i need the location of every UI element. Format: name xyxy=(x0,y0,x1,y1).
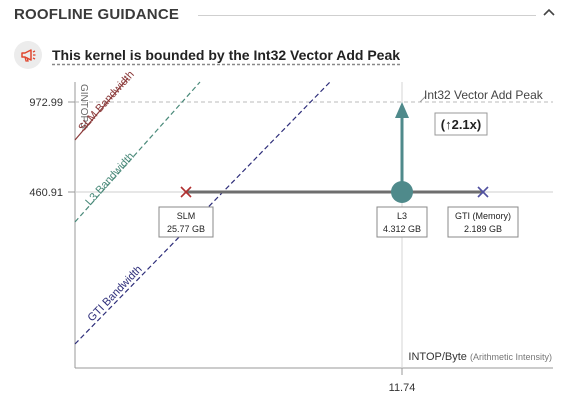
gti-point-marker[interactable] xyxy=(477,186,489,198)
slm-bandwidth-roof xyxy=(74,77,129,141)
point-name: SLM xyxy=(177,211,196,221)
megaphone-icon xyxy=(14,41,42,69)
y-tick-label: 460.91 xyxy=(29,187,63,199)
l3-point-label: L3 4.312 GB xyxy=(376,206,428,238)
point-bandwidth: 2.189 GB xyxy=(464,224,502,234)
x-axis-label: INTOP/Byte (Arithmetic Intensity) xyxy=(408,351,552,363)
header-divider xyxy=(198,15,536,16)
roofline-chart: 972.99 460.91 11.74 GINTOPS INTOP/Byte (… xyxy=(29,69,553,394)
l3-bandwidth-roof xyxy=(74,81,201,223)
point-name: GTI (Memory) xyxy=(455,211,511,221)
chevron-up-icon[interactable] xyxy=(540,4,558,22)
speedup-arrow-head xyxy=(395,102,409,118)
point-name: L3 xyxy=(397,211,407,221)
guidance-message: This kernel is bounded by the Int32 Vect… xyxy=(14,40,400,70)
guidance-text[interactable]: This kernel is bounded by the Int32 Vect… xyxy=(52,47,401,63)
speedup-label: (↑2.1x) xyxy=(441,117,481,132)
y-tick-label: 972.99 xyxy=(29,97,63,109)
speedup-badge xyxy=(434,112,488,136)
peak-label-leader xyxy=(419,95,427,103)
section-header: ROOFLINE GUIDANCE xyxy=(0,0,566,30)
x-tick-label: 11.74 xyxy=(389,382,416,394)
peak-roof-label: Int32 Vector Add Peak xyxy=(424,88,544,102)
point-bandwidth: 25.77 GB xyxy=(167,224,205,234)
gti-roof-label: GTI Bandwidth xyxy=(86,263,145,324)
section-title: ROOFLINE GUIDANCE xyxy=(14,6,180,23)
point-bandwidth: 4.312 GB xyxy=(383,224,421,234)
l3-roof-label: L3 Bandwidth xyxy=(83,150,137,208)
gti-point-label: GTI (Memory) 2.189 GB xyxy=(447,206,519,238)
gti-bandwidth-roof xyxy=(74,81,331,345)
l3-point-marker[interactable] xyxy=(391,181,413,203)
slm-point-label: SLM 25.77 GB xyxy=(158,206,214,238)
y-axis-label: GINTOPS xyxy=(78,84,89,129)
slm-point-marker[interactable] xyxy=(180,186,192,198)
